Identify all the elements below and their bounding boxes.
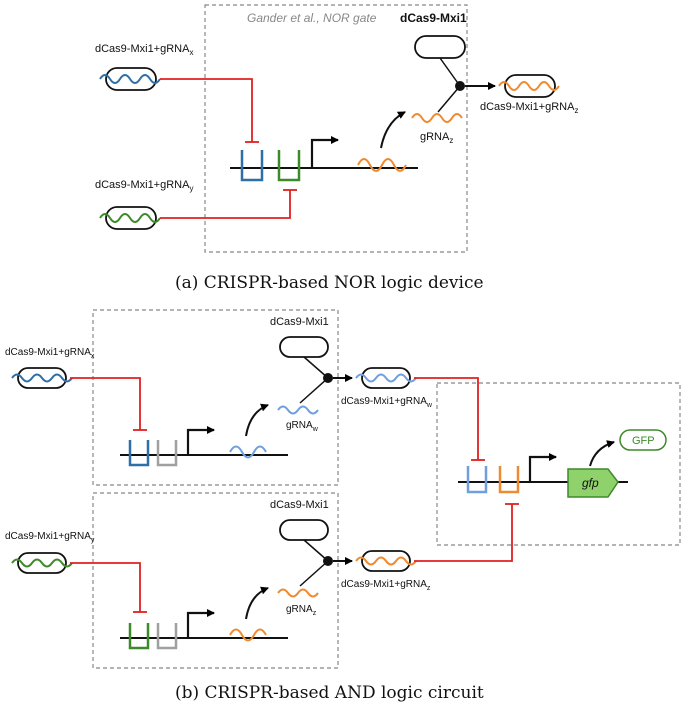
output-z-label: dCas9-Mxi1+gRNAz <box>480 101 578 115</box>
dcas9-label-b-bottom: dCas9-Mxi1 <box>270 499 329 511</box>
repression-y-line <box>160 190 291 219</box>
grna-w-label: gRNAw <box>286 420 319 433</box>
caption-a: (a) CRISPR-based NOR logic device <box>175 273 484 293</box>
operator-y <box>277 150 301 182</box>
input-y-label: dCas9-Mxi1+gRNAy <box>95 179 193 193</box>
input-y-label-b: dCas9-Mxi1+gRNAy <box>5 531 95 544</box>
promoter-arrow-reporter <box>528 453 557 482</box>
transcription-arrow-a <box>380 111 406 149</box>
assembly-line-1-a <box>439 57 461 87</box>
nor-gate-title: Gander et al., NOR gate <box>247 11 377 25</box>
operator-gray-b-bottom <box>156 623 178 650</box>
input-x-label: dCas9-Mxi1+gRNAx <box>95 43 193 57</box>
expression-arrow-gfp <box>589 440 615 467</box>
operator-x-b <box>128 440 150 467</box>
grna-z-wave-b <box>277 588 319 598</box>
assembly-line-1-b-bottom <box>303 539 329 562</box>
input-x-complex-b <box>11 367 73 389</box>
bottom-module-box <box>92 492 339 669</box>
caption-b: (b) CRISPR-based AND logic circuit <box>175 683 484 703</box>
operator-y-b <box>128 623 150 650</box>
operator-w-reporter <box>466 466 488 494</box>
dcas9-label-b-top: dCas9-Mxi1 <box>270 316 329 328</box>
output-w-label: dCas9-Mxi1+gRNAw <box>341 396 433 409</box>
grna-z-label: gRNAz <box>420 131 453 145</box>
grna-z-wave <box>411 113 463 123</box>
gfp-protein <box>619 429 667 451</box>
output-z-label-b: dCas9-Mxi1+gRNAz <box>341 579 431 592</box>
top-module-box <box>92 309 339 486</box>
output-z-complex-b <box>355 550 417 572</box>
panel-b: dCas9-Mxi1+gRNAx gRNAw dCas9-Mxi1 dCas9-… <box>5 309 681 703</box>
output-w-complex <box>355 367 417 389</box>
assembly-line-2-b-bottom <box>299 560 329 587</box>
gene-w-wave <box>229 445 267 459</box>
assembly-line-2-b-top <box>299 377 329 404</box>
input-x-label-b: dCas9-Mxi1+gRNAx <box>5 347 95 360</box>
transcription-arrow-b-top <box>245 403 269 437</box>
gfp-protein-label: GFP <box>632 435 655 447</box>
input-y-complex-b <box>11 552 73 574</box>
operator-gray-b-top <box>156 440 178 467</box>
input-x-complex <box>99 67 161 91</box>
input-y-complex <box>99 206 161 230</box>
assembly-line-2-a <box>437 85 461 113</box>
repression-w-line <box>414 377 479 460</box>
nor-gate-box <box>204 4 468 253</box>
dcas9-label-a: dCas9-Mxi1 <box>400 11 467 25</box>
dcas9-protein-a <box>414 35 466 59</box>
gene-z-wave <box>357 158 407 172</box>
operator-x <box>240 150 264 182</box>
junction-dot-b-bottom <box>323 556 333 566</box>
dcas9-protein-b-bottom <box>279 519 329 541</box>
repression-x-line <box>160 78 253 142</box>
promoter-arrow-b-top <box>186 426 215 455</box>
junction-dot-b-top <box>323 373 333 383</box>
repression-y-line-b <box>70 562 141 612</box>
reporter-module-box <box>436 382 681 546</box>
dcas9-protein-b-top <box>279 336 329 358</box>
operator-z-reporter <box>498 466 520 494</box>
output-z-complex <box>498 74 560 98</box>
assembly-line-1-b-top <box>303 356 329 379</box>
promoter-arrow-a <box>310 136 339 168</box>
panel-a: Gander et al., NOR gate dCas9-Mxi1+gRNAx… <box>95 4 578 293</box>
grna-z-label-b: gRNAz <box>286 604 317 617</box>
promoter-arrow-b-bottom <box>186 609 215 638</box>
transcription-arrow-b-bottom <box>245 586 269 620</box>
gfp-gene-label: gfp <box>582 476 599 490</box>
repression-x-line-b <box>70 377 141 430</box>
junction-dot-a <box>455 81 465 91</box>
gene-z-wave-b <box>229 628 267 642</box>
grna-w-wave <box>277 405 319 415</box>
gfp-gene-arrow <box>567 468 619 498</box>
repression-z-line <box>414 504 513 562</box>
